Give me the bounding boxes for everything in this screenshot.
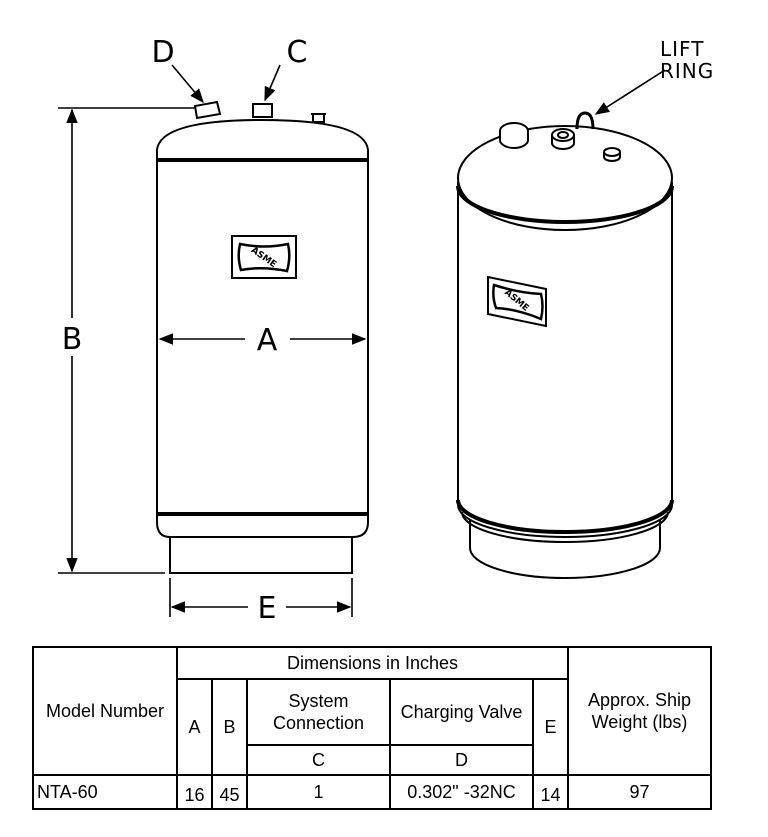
iso-fitting-d (499, 122, 529, 149)
tank-diagram: ASME B A E D C (58, 35, 714, 626)
header-charging-valve: Charging Valve (389, 678, 534, 746)
cell-weight: 97 (567, 774, 712, 810)
cell-model: NTA-60 (32, 774, 178, 810)
header-dimensions-group: Dimensions in Inches (176, 646, 569, 680)
fitting-c (252, 103, 273, 118)
cell-b: 45 (211, 774, 248, 810)
iso-fitting-c (551, 128, 575, 150)
tank-top-dome (156, 118, 369, 161)
cell-system-connection: 1 (246, 774, 391, 810)
header-e: E (532, 678, 569, 776)
cell-charging-valve: 0.302" -32NC (389, 774, 534, 810)
subheader-c: C (246, 744, 391, 776)
iso-valve (603, 147, 621, 162)
header-model-number: Model Number (32, 646, 178, 776)
header-b: B (211, 678, 248, 776)
dimensions-table: Model Number Dimensions in Inches Approx… (32, 646, 712, 810)
label-lift-line2: RING (660, 59, 714, 83)
tank-base-skirt (169, 536, 353, 574)
label-c: C (287, 35, 308, 70)
subheader-d: D (389, 744, 534, 776)
valve-stub (312, 113, 325, 123)
header-ship-weight: Approx. Ship Weight (lbs) (567, 646, 712, 776)
label-a: A (257, 323, 278, 358)
iso-body (457, 182, 673, 538)
asme-logo-iso: ASME (487, 275, 547, 328)
front-view-tank (156, 100, 369, 574)
asme-logo-front: ASME (231, 235, 297, 279)
fitting-d (193, 100, 222, 120)
table-row: NTA-60 16 45 1 0.302" -32NC 14 97 (32, 774, 712, 810)
label-d: D (151, 35, 174, 70)
tank-bottom-head (156, 512, 369, 538)
lift-ring (575, 111, 595, 130)
header-system-connection: System Connection (246, 678, 391, 746)
label-e: E (258, 591, 277, 626)
leader-c (264, 64, 281, 102)
leader-lift-ring (594, 69, 666, 115)
cell-a: 16 (176, 774, 213, 810)
header-a: A (176, 678, 213, 776)
dimension-e (169, 578, 353, 617)
dimension-b (58, 107, 196, 574)
label-b: B (62, 322, 83, 357)
label-lift-line1: LIFT (660, 37, 704, 61)
cell-e: 14 (532, 774, 569, 810)
isometric-tank (456, 111, 674, 579)
leader-d (171, 64, 204, 104)
